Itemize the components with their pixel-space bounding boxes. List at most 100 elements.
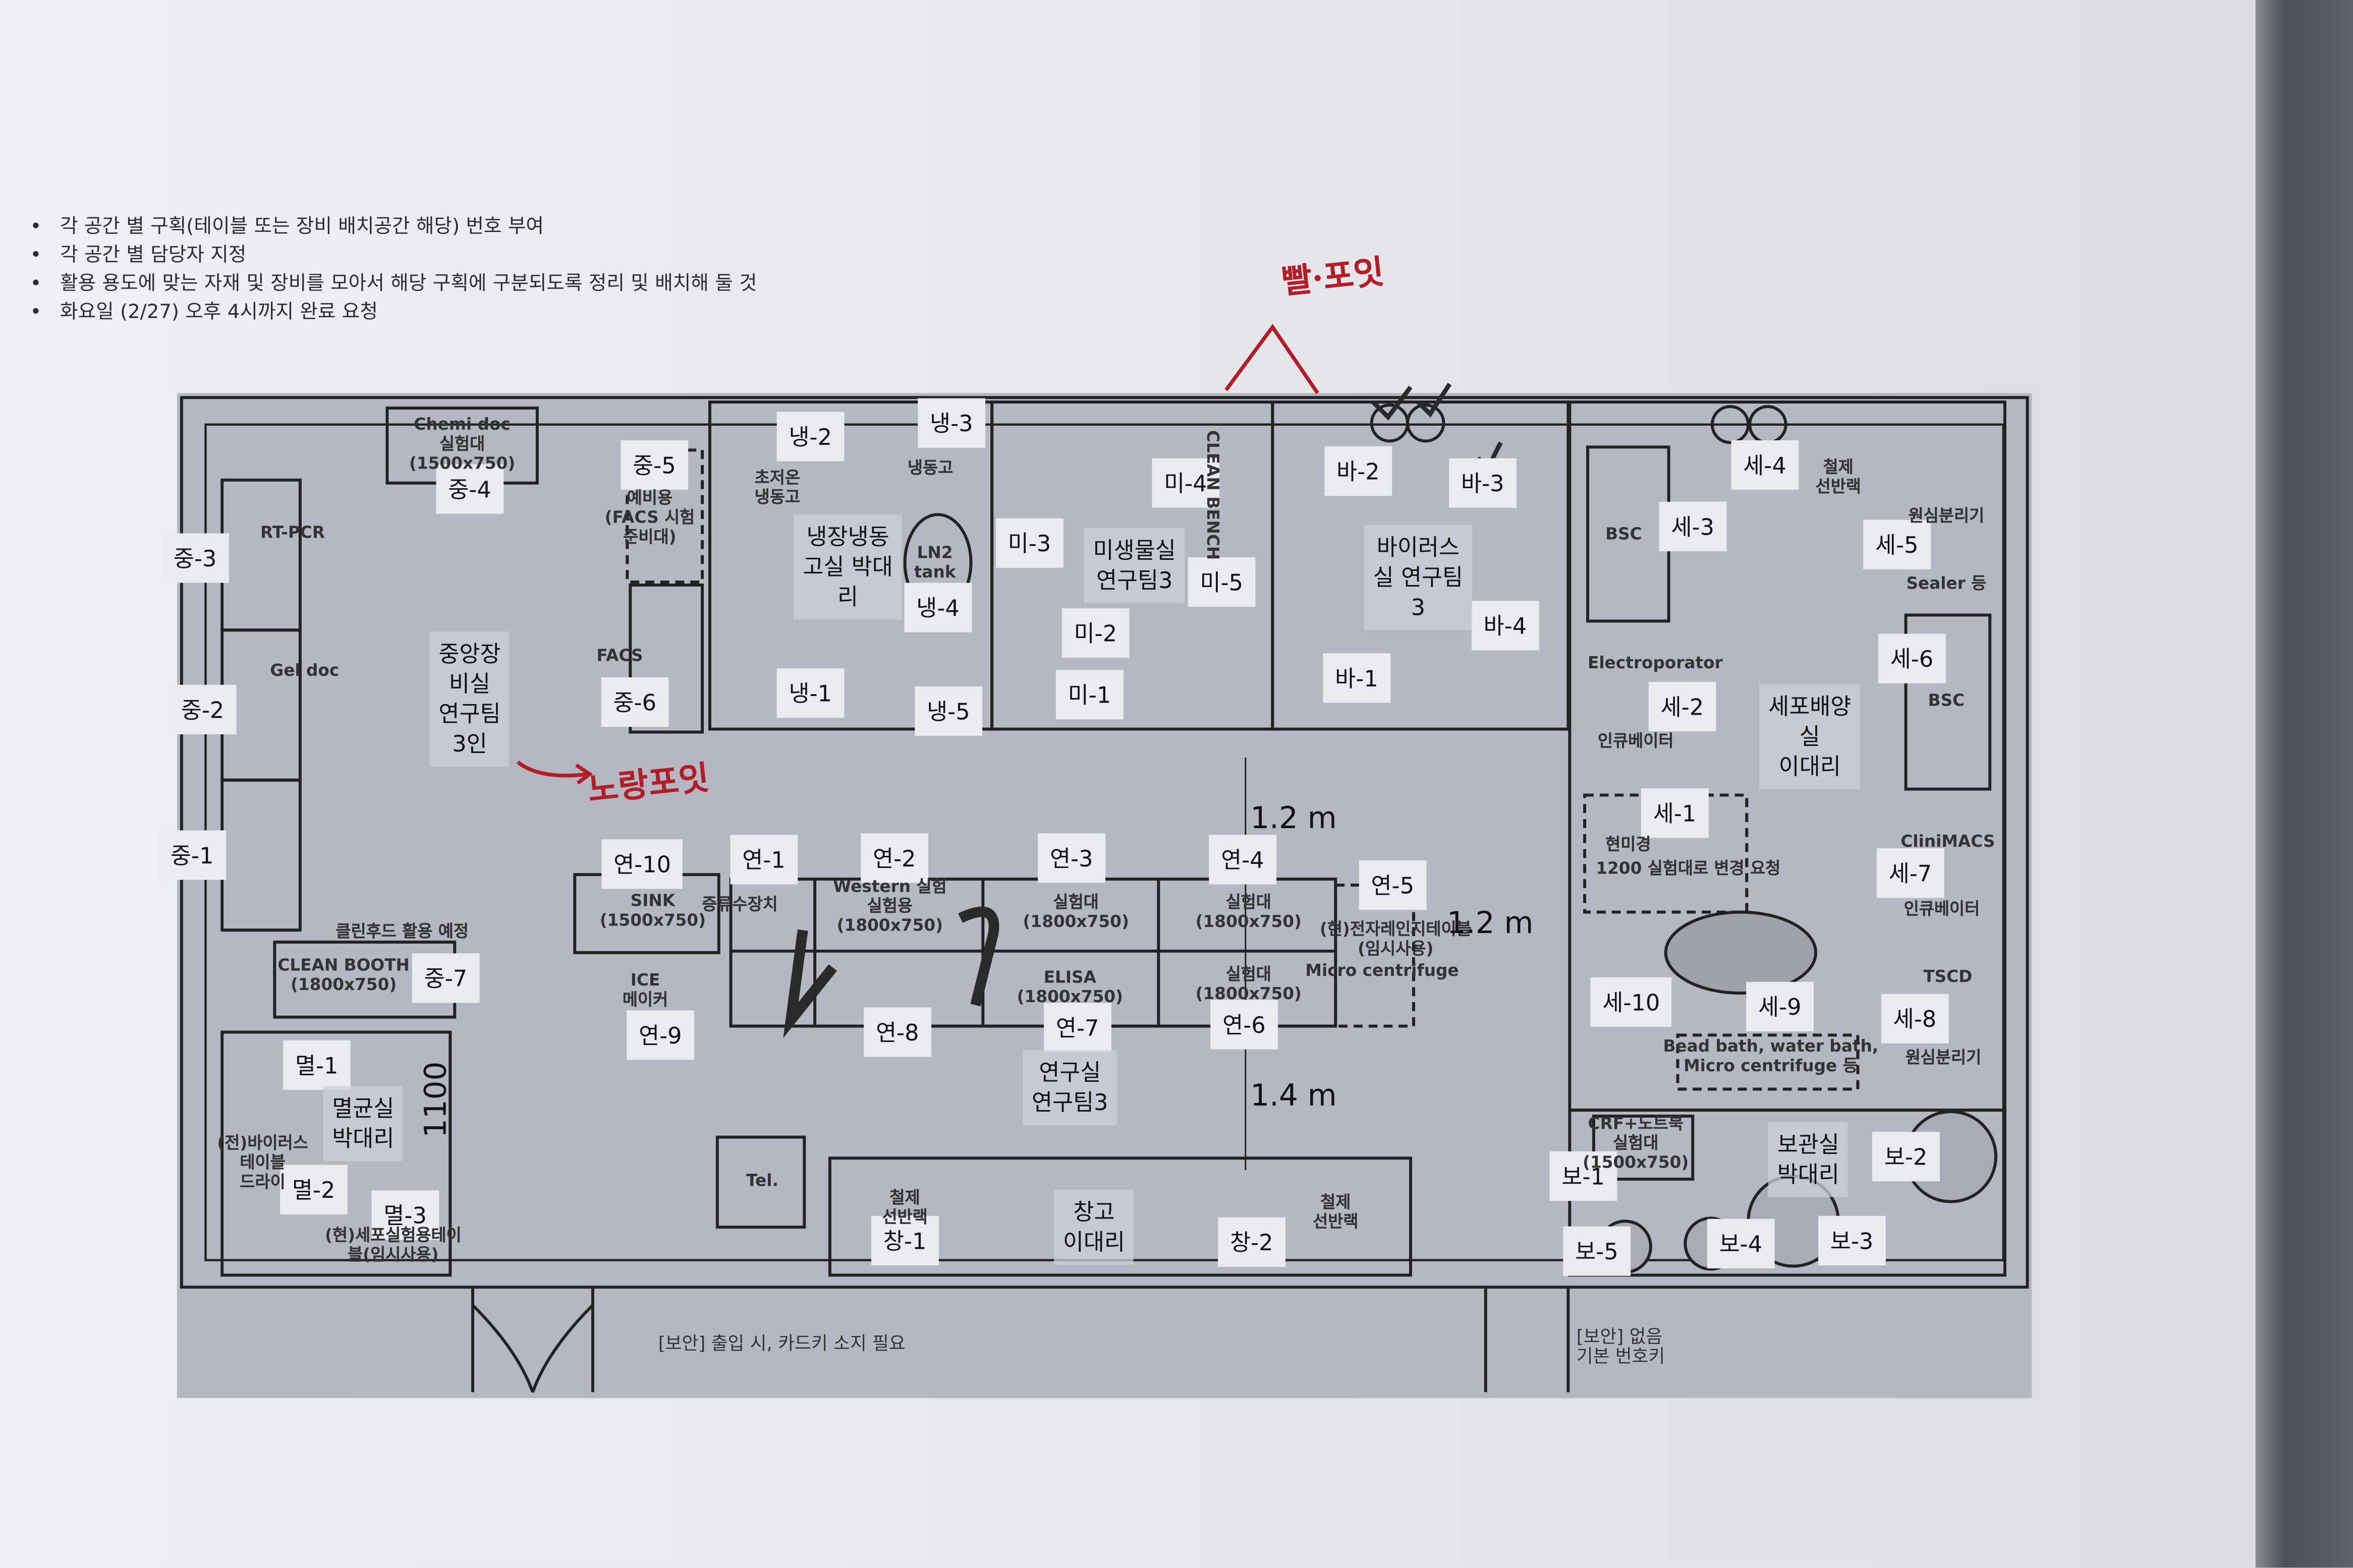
comment-bubble	[1664, 910, 1818, 995]
zone-label: 멸-2	[280, 1165, 348, 1214]
zone-label: 세-7	[1876, 848, 1944, 898]
entrance-security-note: [보안] 출입 시, 카드키 소지 필요	[658, 1332, 906, 1354]
room-name-label: 중앙장 비실 연구팀 3인	[429, 631, 510, 767]
zone-label: 세-6	[1878, 633, 1946, 683]
equipment-label: 철제 선반랙	[882, 1188, 928, 1228]
zone-label: 냉-3	[918, 398, 985, 448]
tel-box	[715, 1135, 806, 1229]
room-name-label: 바이러스 실 연구팀 3	[1364, 525, 1472, 630]
room-sterilization	[220, 1030, 452, 1277]
entrance-security-note: [보안] 없음 기본 번호키	[1576, 1326, 1665, 1367]
zone-label: 연-10	[601, 839, 683, 889]
note-item: 각 공간 별 구획(테이블 또는 장비 배치공간 해당) 번호 부여	[30, 213, 757, 242]
zone-label: 연-8	[864, 1007, 931, 1057]
equipment-label: Tel.	[746, 1171, 778, 1191]
zone-label: 미-4	[1152, 458, 1219, 508]
room-name-label: 보관실 박대리	[1768, 1122, 1848, 1197]
equipment-label: BSC	[1605, 524, 1642, 544]
equipment-label: 철제 선반랙	[1313, 1192, 1359, 1232]
pcr-bench-3	[220, 778, 302, 932]
zone-label: 연-5	[1359, 860, 1426, 910]
equipment-label: FACS	[596, 646, 643, 666]
room-warehouse	[828, 1156, 1413, 1277]
instruction-notes: 각 공간 별 구획(테이블 또는 장비 배치공간 해당) 번호 부여 각 공간 …	[30, 213, 757, 327]
zone-label: 연-1	[730, 835, 798, 885]
equipment-label: 현미경	[1605, 835, 1651, 854]
equipment-label: 철제 선반랙	[1815, 457, 1861, 497]
equipment-label: (전)바이러스 테이블 드라이	[217, 1133, 308, 1192]
zone-label: 연-9	[627, 1010, 694, 1060]
equipment-label: CliniMACS	[1900, 832, 1995, 852]
zone-label: 바-2	[1324, 446, 1392, 496]
zone-label: 중-4	[436, 464, 503, 514]
equipment-label: Micro centrifuge	[1305, 961, 1459, 980]
equipment-label: 실험대 (1800x750)	[1023, 892, 1129, 932]
facs-bench	[629, 584, 704, 734]
room-name-label: 창고 이대리	[1053, 1189, 1134, 1265]
equipment-label: 예비용 (FACS 시험 준비대)	[604, 488, 695, 547]
zone-label: 냉-2	[776, 412, 844, 461]
room-name-label: 냉장냉동 고실 박대 리	[794, 514, 902, 620]
zone-label: 미-3	[995, 518, 1063, 568]
zone-label: 중-5	[621, 440, 688, 490]
equipment-label: CLEAN BENCH	[1203, 430, 1222, 560]
entrance-door	[471, 1287, 594, 1393]
handwritten-caret	[1224, 324, 1319, 394]
zone-label: 미-2	[1061, 608, 1129, 658]
zone-label: 연-3	[1038, 833, 1105, 883]
entrance-door-right	[1484, 1287, 1570, 1392]
zone-label: 멸-3	[371, 1190, 439, 1240]
handwritten-checkmark	[783, 906, 999, 1038]
dimension-label: 1.2 m	[1446, 904, 1534, 941]
equipment-label: CLEAN BOOTH (1800x750)	[277, 955, 410, 995]
zone-label: 중-1	[158, 830, 226, 880]
equipment-label: 실험대 (1800x750)	[1195, 964, 1302, 1004]
zone-label: 창-1	[871, 1215, 939, 1265]
equipment-label: LN2 tank	[914, 543, 956, 583]
equipment-label: CRF+노트북 실험대 (1500x750)	[1583, 1114, 1689, 1173]
pcr-bench-1	[220, 478, 302, 632]
dimension-label: 1.4 m	[1250, 1077, 1337, 1114]
bsc-right	[1904, 613, 1992, 791]
zone-label: 보-3	[1818, 1215, 1886, 1265]
zone-label: 냉-1	[776, 668, 844, 718]
equipment-label: 원심분리기	[1908, 506, 1985, 526]
zone-label: 바-3	[1449, 458, 1517, 508]
zone-label: 보-1	[1549, 1151, 1617, 1201]
equipment-label: 원심분리기	[1905, 1048, 1982, 1068]
room-name-label: 멸균실 박대리	[323, 1086, 404, 1162]
zone-label: 세-8	[1881, 994, 1949, 1043]
equipment-label: Gel doc	[270, 661, 340, 680]
zone-label: 연-2	[861, 833, 928, 883]
equipment-label: BSC	[1928, 690, 1965, 711]
zone-label: 보-4	[1707, 1218, 1774, 1268]
zone-label: 연-7	[1044, 1003, 1111, 1053]
zone-label: 세-2	[1648, 681, 1716, 732]
note-item: 각 공간 별 담당자 지정	[30, 242, 757, 270]
zone-label: 세-10	[1590, 977, 1672, 1027]
zone-label: 세-5	[1863, 519, 1931, 569]
bead-bath-area	[1676, 1033, 1860, 1091]
equipment-label: Western 실험 실험용 (1800x750)	[833, 877, 947, 936]
zone-label: 바-4	[1471, 601, 1539, 651]
zone-label: 세-3	[1659, 501, 1726, 552]
equipment-label: 실험대 (1800x750)	[1195, 892, 1302, 932]
zone-label: 미-1	[1055, 670, 1124, 720]
zone-label: 바-1	[1323, 653, 1390, 703]
equipment-label: 냉동고	[908, 458, 954, 478]
dimension-label: 1.2 m	[1250, 799, 1337, 836]
zone-label: 세-4	[1731, 440, 1799, 490]
room-name-label: 미생물실 연구팀3	[1084, 528, 1185, 603]
equipment-label: 인큐베이터	[1597, 731, 1674, 751]
zone-label: 세-9	[1746, 981, 1814, 1031]
equipment-label: 인큐베이터	[1903, 899, 1980, 919]
note-item: 화요일 (2/27) 오후 4시까지 완료 요청	[30, 299, 757, 327]
zone-label: 세-1	[1641, 788, 1709, 838]
equipment-label: TSCD	[1923, 967, 1973, 986]
room-name-label: 연구실 연구팀3	[1023, 1050, 1117, 1125]
equipment-label: ELISA (1800x750)	[1017, 967, 1124, 1007]
equipment-label: RT-PCR	[260, 522, 325, 543]
zone-label: 연-6	[1210, 1000, 1278, 1050]
zone-label: 냉-4	[904, 583, 972, 632]
